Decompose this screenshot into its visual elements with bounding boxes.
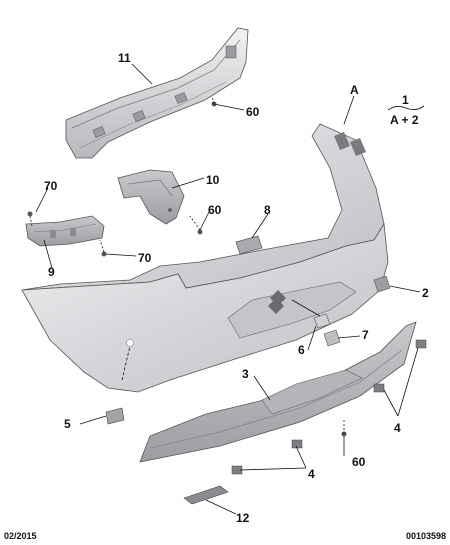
callout-10: 10 xyxy=(206,173,220,187)
callout-11: 11 xyxy=(118,51,131,65)
callout-60-top: 60 xyxy=(246,105,260,119)
fitting-6 xyxy=(313,313,331,329)
callout-4-lower: 4 xyxy=(308,467,315,481)
callout-A-plus-2: A + 2 xyxy=(390,113,419,127)
bumper-bracket xyxy=(117,169,185,225)
label-brace xyxy=(387,105,425,111)
lower-diffuser-panel xyxy=(139,321,417,463)
side-guide-bracket xyxy=(25,215,105,247)
sensor-bracket xyxy=(105,407,125,425)
callout-60-bottom: 60 xyxy=(352,455,366,469)
footer-date: 02/2015 xyxy=(4,531,37,541)
rear-reinforcement-beam xyxy=(65,27,249,159)
callout-7: 7 xyxy=(362,328,369,342)
footer-reference: 00103598 xyxy=(405,531,446,541)
callout-A: A xyxy=(350,83,359,97)
callout-8: 8 xyxy=(264,203,271,217)
tow-eye-cover xyxy=(235,235,263,255)
callout-70-top: 70 xyxy=(44,179,58,193)
callout-4-right: 4 xyxy=(394,421,401,435)
callout-5: 5 xyxy=(64,417,71,431)
callout-9: 9 xyxy=(48,265,55,279)
callout-12: 12 xyxy=(236,511,250,525)
side-clip xyxy=(373,275,391,293)
leader-lines xyxy=(29,63,421,515)
callout-60-mid: 60 xyxy=(208,203,222,217)
callout-70-mid: 70 xyxy=(138,251,152,265)
reflector-strip xyxy=(183,485,229,505)
callout-3: 3 xyxy=(242,367,249,381)
fitting-7 xyxy=(323,329,341,347)
callout-1: 1 xyxy=(402,93,409,107)
callout-6: 6 xyxy=(298,343,305,357)
rear-bumper-skin xyxy=(21,123,389,393)
callout-2: 2 xyxy=(422,286,429,300)
